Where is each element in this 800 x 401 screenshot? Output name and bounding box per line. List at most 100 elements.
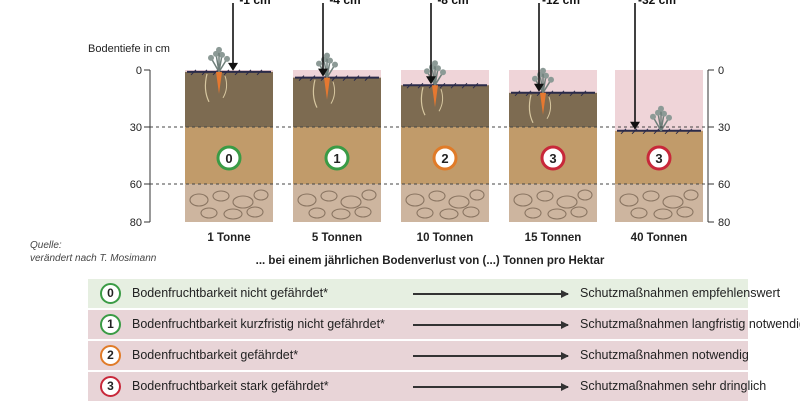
arrow-head-icon xyxy=(534,83,544,92)
tonnes-label: 1 Tonne xyxy=(207,232,250,244)
soil-column: -8 cm 2 10 Tonnen xyxy=(401,0,489,244)
stone xyxy=(577,189,593,201)
legend-badge: 2 xyxy=(100,345,121,366)
stone xyxy=(630,207,648,219)
class-badge-number: 0 xyxy=(225,151,232,166)
stone xyxy=(676,206,694,218)
arrow-right-icon xyxy=(413,383,569,390)
carrot-plant-icon xyxy=(650,105,672,132)
carrot-plant-icon xyxy=(420,60,446,116)
eroded-layer xyxy=(401,70,489,86)
stone xyxy=(232,195,254,209)
stone xyxy=(653,208,673,220)
tonnes-label: 5 Tonnen xyxy=(312,232,362,244)
stone xyxy=(320,190,338,202)
arrow-right-icon xyxy=(413,352,569,359)
topsoil-layer xyxy=(401,85,489,127)
stone xyxy=(513,193,533,207)
legend-action: Schutzmaßnahmen empfehlenswert xyxy=(580,286,781,300)
depth-tick-right: 0 xyxy=(718,65,724,77)
stone xyxy=(223,208,243,220)
legend-badge: 0 xyxy=(100,283,121,304)
legend-label: Bodenfruchtbarkeit stark gefährdet* xyxy=(132,379,329,393)
legend-label: Bodenfruchtbarkeit gefährdet* xyxy=(132,348,299,362)
loss-label: -4 cm xyxy=(329,0,360,7)
legend-action: Schutzmaßnahmen langfristig notwendig xyxy=(580,317,800,331)
tonnes-label: 15 Tonnen xyxy=(525,232,582,244)
stone xyxy=(547,208,567,220)
class-badge xyxy=(540,145,566,171)
stone xyxy=(556,195,578,209)
eroded-layer xyxy=(293,70,381,78)
arrow-head-icon xyxy=(426,76,436,85)
stone xyxy=(361,189,377,201)
class-badge-number: 2 xyxy=(441,151,448,166)
loss-label: -8 cm xyxy=(437,0,468,7)
depth-tick-right: 80 xyxy=(718,217,730,229)
depth-tick-left: 60 xyxy=(130,179,142,191)
soil-column: -12 cm 3 15 Tonnen xyxy=(509,0,597,244)
soil-column: -4 cm 1 5 Tonnen xyxy=(293,0,381,244)
class-badge-number: 3 xyxy=(655,151,662,166)
stone xyxy=(331,208,351,220)
stone xyxy=(405,193,425,207)
legend-action: Schutzmaßnahmen sehr dringlich xyxy=(580,379,767,393)
class-badge xyxy=(324,145,350,171)
legend-badge: 1 xyxy=(100,314,121,335)
class-badge xyxy=(646,145,672,171)
soil-column: -1 cm 0 1 Tonne xyxy=(185,0,273,244)
legend-label: Bodenfruchtbarkeit nicht gefährdet* xyxy=(132,286,328,300)
arrow-head-icon xyxy=(318,68,328,77)
class-badge-number: 1 xyxy=(333,151,340,166)
stone xyxy=(439,208,459,220)
arrow-head-icon xyxy=(228,62,238,71)
stone xyxy=(570,206,588,218)
legend-row: 0 Bodenfruchtbarkeit nicht gefährdet* Schu… xyxy=(88,279,780,308)
stone xyxy=(683,189,699,201)
loss-label: -12 cm xyxy=(542,0,580,7)
arrow-right-icon xyxy=(413,321,569,328)
arrow-head-icon xyxy=(630,121,640,130)
loss-label: -32 cm xyxy=(638,0,676,7)
legend-row: 2 Bodenfruchtbarkeit gefährdet* Schutzmaßn… xyxy=(88,341,749,370)
stone xyxy=(662,195,684,209)
stone xyxy=(212,190,230,202)
tonnes-label: 40 Tonnen xyxy=(631,232,688,244)
stone xyxy=(428,190,446,202)
stone xyxy=(200,207,218,219)
stone xyxy=(536,190,554,202)
depth-tick-left: 80 xyxy=(130,217,142,229)
stone xyxy=(189,193,209,207)
tonnes-label: 10 Tonnen xyxy=(417,232,474,244)
class-badge-number: 3 xyxy=(549,151,556,166)
stone xyxy=(642,190,660,202)
stone xyxy=(297,193,317,207)
stone xyxy=(469,189,485,201)
arrow-right-icon xyxy=(413,290,569,297)
stone xyxy=(246,206,264,218)
source-credit: verändert nach T. Mosimann xyxy=(30,253,157,264)
stone xyxy=(416,207,434,219)
legend-row: 1 Bodenfruchtbarkeit kurzfristig nicht ge… xyxy=(88,310,800,339)
stone xyxy=(524,207,542,219)
loss-label: -1 cm xyxy=(239,0,270,7)
carrot-plant-icon xyxy=(312,52,338,108)
depth-tick-right: 30 xyxy=(718,122,730,134)
class-badge xyxy=(432,145,458,171)
stone xyxy=(340,195,362,209)
topsoil-layer xyxy=(185,71,273,127)
soil-column: -32 cm 3 40 Tonnen xyxy=(615,0,703,244)
topsoil-layer xyxy=(293,77,381,127)
carrot-plant-icon xyxy=(204,46,230,103)
legend-row: 3 Bodenfruchtbarkeit stark gefährdet* Schu… xyxy=(88,372,766,401)
legend-action: Schutzmaßnahmen notwendig xyxy=(580,348,749,362)
source-label: Quelle: xyxy=(30,240,62,251)
stone xyxy=(462,206,480,218)
legend-label: Bodenfruchtbarkeit kurzfristig nicht gef… xyxy=(132,317,385,331)
stone xyxy=(253,189,269,201)
depth-tick-left: 0 xyxy=(136,65,142,77)
stone xyxy=(619,193,639,207)
stone xyxy=(354,206,372,218)
legend-badge: 3 xyxy=(100,376,121,397)
